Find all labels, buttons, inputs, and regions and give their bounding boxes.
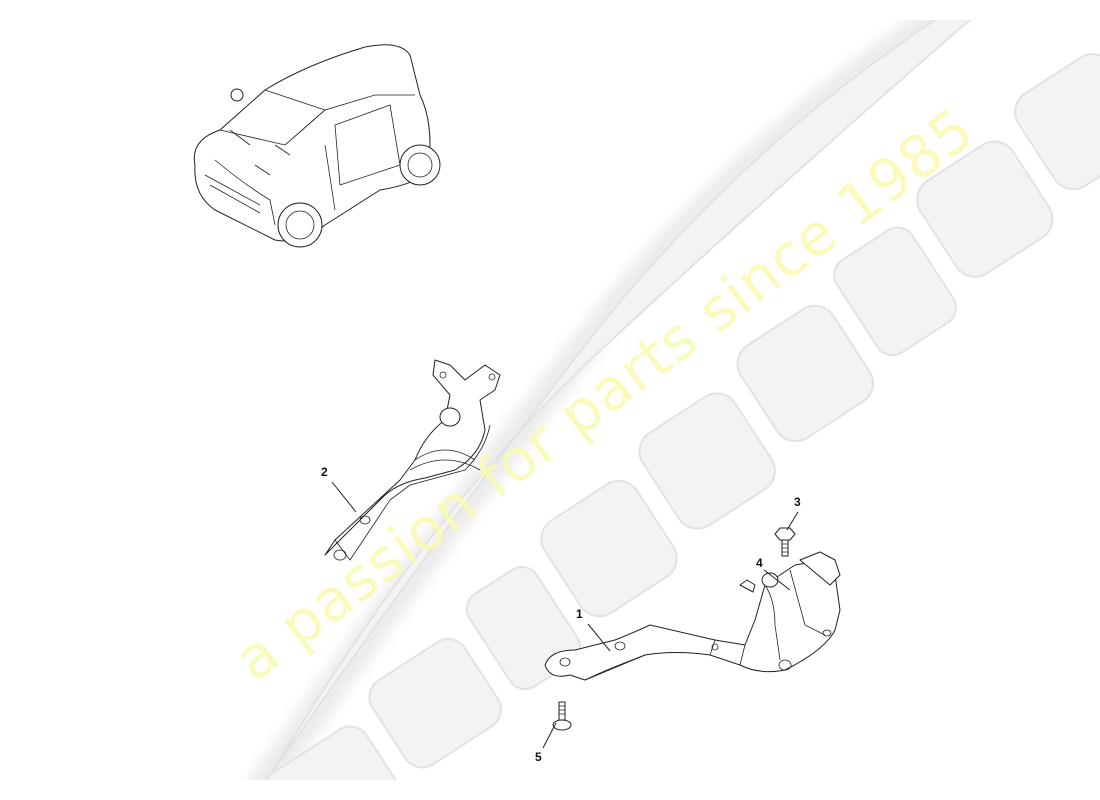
callout-4: 4 — [756, 556, 763, 570]
watermark-logo — [197, 20, 1100, 780]
part-5-bolt-illustration — [552, 701, 572, 731]
part-1-hinge-illustration — [544, 551, 841, 681]
callout-3: 3 — [794, 495, 801, 509]
callout-2: 2 — [321, 465, 328, 479]
callout-1: 1 — [576, 607, 583, 621]
part-3-bolt-illustration — [774, 527, 796, 557]
callout-5: 5 — [535, 750, 542, 764]
part-2-hinge-illustration — [324, 359, 501, 561]
vehicle-overview-illustration — [193, 44, 441, 248]
